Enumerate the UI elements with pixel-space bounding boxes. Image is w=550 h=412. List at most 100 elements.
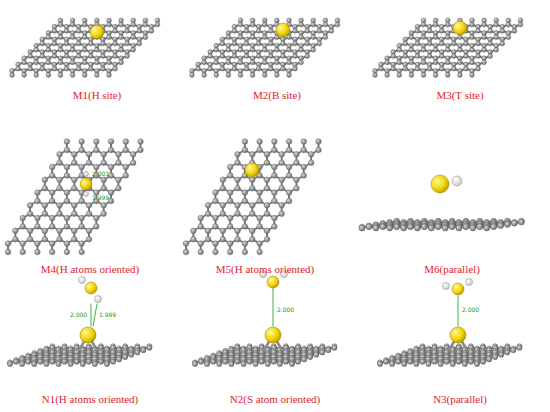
carbon-atom [272, 173, 278, 179]
carbon-atom [64, 215, 70, 221]
carbon-atom [119, 22, 124, 27]
carbon-atom [433, 47, 438, 52]
carbon-atom [227, 249, 233, 255]
carbon-atom [323, 22, 328, 27]
carbon-atom [477, 223, 483, 229]
carbon-atom [113, 54, 118, 59]
carbon-atom [226, 73, 231, 78]
carbon-atom [518, 22, 523, 27]
carbon-atom [435, 223, 441, 229]
carbon-atom [64, 173, 70, 179]
carbon-atom [293, 29, 298, 34]
carbon-atom [28, 66, 33, 71]
carbon-atom [433, 73, 438, 78]
carbon-atom [463, 223, 469, 229]
carbon-atom [20, 224, 26, 230]
carbon-atom [256, 41, 261, 46]
carbon-atom [274, 47, 279, 52]
carbon-atom [256, 66, 261, 71]
carbon-atom [274, 60, 279, 65]
carbon-atom [94, 224, 100, 230]
carbon-atom [281, 66, 286, 71]
carbon-atom [262, 73, 267, 78]
carbon-atom [264, 211, 270, 217]
carbon-atom [249, 185, 255, 191]
carbon-atom [107, 73, 112, 78]
carbon-atom [49, 190, 55, 196]
carbon-atom [82, 22, 87, 27]
carbon-atom [227, 190, 233, 196]
carbon-atom [403, 54, 408, 59]
carbon-atom [220, 66, 225, 71]
carbon-atom [34, 47, 39, 52]
carbon-atom [64, 190, 70, 196]
carbon-atom [305, 54, 310, 59]
carbon-atom [268, 29, 273, 34]
carbon-atom [494, 35, 499, 40]
carbon-atom [86, 160, 92, 166]
carbon-atom [250, 47, 255, 52]
carbon-atom [227, 173, 233, 179]
carbon-atom [82, 60, 87, 65]
carbon-atom [232, 54, 237, 59]
carbon-atom [79, 249, 85, 255]
carbon-atom [242, 198, 248, 204]
carbon-atom [10, 73, 15, 78]
carbon-atom [138, 139, 144, 145]
carbon-atom [500, 29, 505, 34]
carbon-atom [86, 236, 92, 242]
carbon-atom [107, 60, 112, 65]
carbon-atom [13, 236, 19, 242]
carbon-atom [101, 177, 107, 183]
carbon-atom [256, 54, 261, 59]
carbon-atom [113, 41, 118, 46]
carbon-atom [244, 66, 249, 71]
carbon-atom [13, 228, 19, 234]
carbon-atom [49, 249, 55, 255]
carbon-atom [86, 202, 92, 208]
graphene-sheet [373, 18, 523, 77]
carbon-atom [435, 224, 441, 230]
carbon-atom [35, 190, 41, 196]
carbon-atom [244, 54, 249, 59]
carbon-atom [46, 47, 51, 52]
carbon-atom [220, 185, 226, 191]
carbon-atom [445, 73, 450, 78]
carbon-atom [488, 29, 493, 34]
carbon-atom [205, 236, 211, 242]
carbon-atom [293, 41, 298, 46]
carbon-atom [500, 41, 505, 46]
carbon-atom [71, 211, 77, 217]
carbon-atom [208, 66, 213, 71]
carbon-atom [414, 225, 420, 231]
carbon-atom [250, 73, 255, 78]
carbon-atom [299, 35, 304, 40]
carbon-atom [198, 215, 204, 221]
carbon-atom [421, 47, 426, 52]
carbon-atom [244, 41, 249, 46]
carbon-atom [317, 29, 322, 34]
carbon-atom [238, 22, 243, 27]
carbon-atom [64, 241, 70, 247]
carbon-atom [449, 224, 455, 230]
carbon-atom [249, 211, 255, 217]
carbon-atom [238, 35, 243, 40]
carbon-atom [257, 198, 263, 204]
carbon-atom [58, 22, 63, 27]
carbon-atom [506, 35, 511, 40]
carbon-atom [317, 41, 322, 46]
carbon-atom [213, 241, 219, 247]
carbon-atom [456, 224, 462, 230]
carbon-atom [238, 73, 243, 78]
carbon-atom [82, 47, 87, 52]
carbon-atom [64, 29, 69, 34]
carbon-atom [268, 41, 273, 46]
carbon-atom [394, 224, 400, 230]
graphene-sheet [10, 18, 160, 77]
carbon-atom [488, 41, 493, 46]
carbon-atom [227, 164, 233, 170]
carbon-atom [70, 60, 75, 65]
carbon-atom [79, 198, 85, 204]
carbon-atom [71, 185, 77, 191]
